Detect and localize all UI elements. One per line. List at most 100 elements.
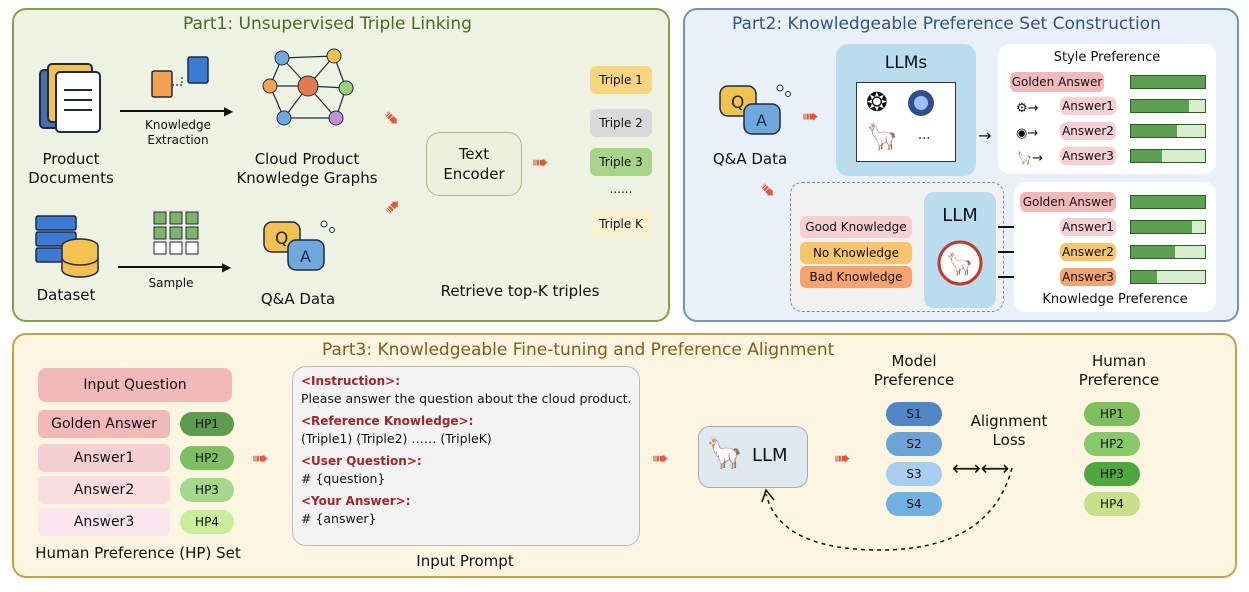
arrow-llm-to-scores: ➠ bbox=[834, 446, 851, 470]
style-bar-answer2-fill bbox=[1131, 125, 1177, 137]
llama-icon: 🦙 bbox=[866, 122, 899, 152]
score-s2: S2 bbox=[886, 432, 942, 456]
svg-text:A: A bbox=[756, 111, 767, 130]
p3-llama-icon: 🦙 bbox=[706, 436, 744, 471]
part1-panel bbox=[12, 8, 670, 322]
prompt-question-text: # {question} bbox=[301, 471, 386, 486]
style-bar-answer3 bbox=[1130, 149, 1206, 163]
score-s4: S4 bbox=[886, 492, 942, 516]
k-arrow-2 bbox=[998, 251, 1022, 253]
model-icon bbox=[908, 90, 934, 116]
svg-text:A: A bbox=[300, 247, 311, 266]
arrow-qa-to-llms: ➠ bbox=[802, 104, 819, 128]
knowledge-graph-icon bbox=[262, 48, 354, 126]
knowledge-bar-answer1 bbox=[1130, 220, 1206, 234]
part3-title: Part3: Knowledgeable Fine-tuning and Pre… bbox=[322, 340, 835, 360]
input-question: Input Question bbox=[38, 368, 232, 402]
arrow-hp-to-prompt: ➠ bbox=[252, 446, 269, 470]
qa-data-label-p1: Q&A Data bbox=[260, 290, 336, 308]
alignment-loss-label: Alignment Loss bbox=[970, 412, 1048, 449]
hp-pill-4: HP4 bbox=[180, 510, 234, 534]
extraction-arrow bbox=[120, 110, 230, 112]
cloud-kg-label: Cloud Product Knowledge Graphs bbox=[236, 150, 378, 187]
dataset-icon bbox=[35, 215, 99, 278]
hp-answer3: Answer3 bbox=[38, 508, 170, 536]
dataset-label: Dataset bbox=[36, 286, 96, 304]
style-answer3: Answer3 bbox=[1060, 147, 1116, 165]
prompt-answer-header: <Your Answer>: bbox=[301, 494, 411, 508]
triple-1: Triple 1 bbox=[590, 66, 652, 94]
sample-arrow bbox=[118, 266, 226, 268]
human-preference-label: Human Preference bbox=[1078, 352, 1160, 389]
knowledge-bar-answer3 bbox=[1130, 270, 1206, 284]
knowledge-answer2: Answer2 bbox=[1060, 243, 1116, 261]
llms-logos-frame bbox=[856, 82, 956, 162]
triples-ellipsis: ...... bbox=[609, 182, 633, 196]
text-encoder-box: Text Encoder bbox=[426, 132, 522, 196]
style-bar-answer1 bbox=[1130, 99, 1206, 113]
documents-icon bbox=[39, 63, 101, 133]
sample-arrow-head: ▶ bbox=[222, 260, 232, 274]
score-s3: S3 bbox=[886, 462, 942, 486]
part1-title: Part1: Unsupervised Triple Linking bbox=[183, 14, 472, 34]
arrow-prompt-to-llm: ➠ bbox=[652, 446, 669, 470]
hp-answer2: Answer2 bbox=[38, 476, 170, 504]
openai-icon: ❂ bbox=[866, 88, 888, 118]
triple-k: Triple K bbox=[590, 210, 652, 238]
svg-text:Q: Q bbox=[731, 93, 744, 113]
style-bar-answer2 bbox=[1130, 124, 1206, 138]
style-preference-title: Style Preference bbox=[1053, 50, 1161, 65]
human-hp4: HP4 bbox=[1084, 492, 1140, 516]
arrow-llms-to-style: → bbox=[978, 126, 992, 145]
prompt-reference-header: <Reference Knowledge>: bbox=[301, 414, 474, 428]
qa-data-label-p2: Q&A Data bbox=[712, 150, 788, 168]
style-answer1: Answer1 bbox=[1060, 97, 1116, 115]
hp-pill-2: HP2 bbox=[180, 446, 234, 470]
knowledge-preference-title: Knowledge Preference bbox=[1042, 292, 1188, 307]
extraction-arrow-head: ▶ bbox=[224, 104, 234, 118]
style-bar-answer3-fill bbox=[1131, 150, 1163, 162]
sample-label: Sample bbox=[148, 276, 194, 290]
triple-2: Triple 2 bbox=[590, 109, 652, 137]
prompt-reference-text: (Triple1) (Triple2) …… (TripleK) bbox=[301, 431, 492, 446]
prompt-instruction-header: <Instruction>: bbox=[301, 374, 401, 388]
knowledge-answer3: Answer3 bbox=[1060, 268, 1116, 286]
style-bar-golden bbox=[1130, 75, 1206, 89]
part2-title: Part2: Knowledgeable Preference Set Cons… bbox=[732, 14, 1161, 34]
style-bar-golden-fill bbox=[1131, 76, 1205, 88]
more-models-ellipsis: ... bbox=[918, 128, 931, 143]
triple-3: Triple 3 bbox=[590, 148, 652, 176]
human-hp3: HP3 bbox=[1084, 462, 1140, 486]
hp-set-label: Human Preference (HP) Set bbox=[35, 544, 241, 562]
p3-llm-label: LLM bbox=[752, 445, 788, 466]
svg-text:🦙: 🦙 bbox=[946, 251, 973, 277]
score-s1: S1 bbox=[886, 402, 942, 426]
knowledge-golden-answer: Golden Answer bbox=[1020, 192, 1116, 212]
style-bar-answer1-fill bbox=[1131, 100, 1189, 112]
input-prompt-box: <Instruction>: Please answer the questio… bbox=[292, 366, 640, 546]
sample-grid-icon bbox=[153, 211, 199, 255]
hp-golden-answer: Golden Answer bbox=[38, 410, 170, 438]
arrow-encoder-to-triples: ➠ bbox=[532, 150, 549, 174]
knowledge-bar-golden-fill bbox=[1131, 196, 1205, 208]
knowledge-bar-golden bbox=[1130, 195, 1206, 209]
qa-chat-icon: Q A bbox=[263, 220, 335, 271]
model-preference-label: Model Preference bbox=[873, 352, 955, 389]
knowledge-bar-answer2-fill bbox=[1131, 246, 1176, 258]
retrieve-label: Retrieve top-K triples bbox=[440, 282, 600, 300]
llama-avatar-icon: 🦙 bbox=[937, 240, 983, 286]
k-arrow-1 bbox=[998, 226, 1022, 228]
knowledge-bar-answer1-fill bbox=[1131, 221, 1192, 233]
good-knowledge: Good Knowledge bbox=[800, 216, 912, 238]
style-model-arrows: ⚙→◉→🦙→ bbox=[1016, 101, 1044, 166]
hp-pill-3: HP3 bbox=[180, 478, 234, 502]
svg-text:Q: Q bbox=[275, 229, 288, 249]
input-prompt-label: Input Prompt bbox=[416, 552, 514, 570]
knowledge-answer1: Answer1 bbox=[1060, 218, 1116, 236]
knowledge-bar-answer2 bbox=[1130, 245, 1206, 259]
style-answer2: Answer2 bbox=[1060, 122, 1116, 140]
feedback-dashed-arrow bbox=[761, 467, 1013, 551]
alignment-double-arrow: ⟷⟷ bbox=[952, 456, 1010, 480]
bad-knowledge: Bad Knowledge bbox=[800, 266, 912, 288]
prompt-question-header: <User Question>: bbox=[301, 454, 422, 468]
